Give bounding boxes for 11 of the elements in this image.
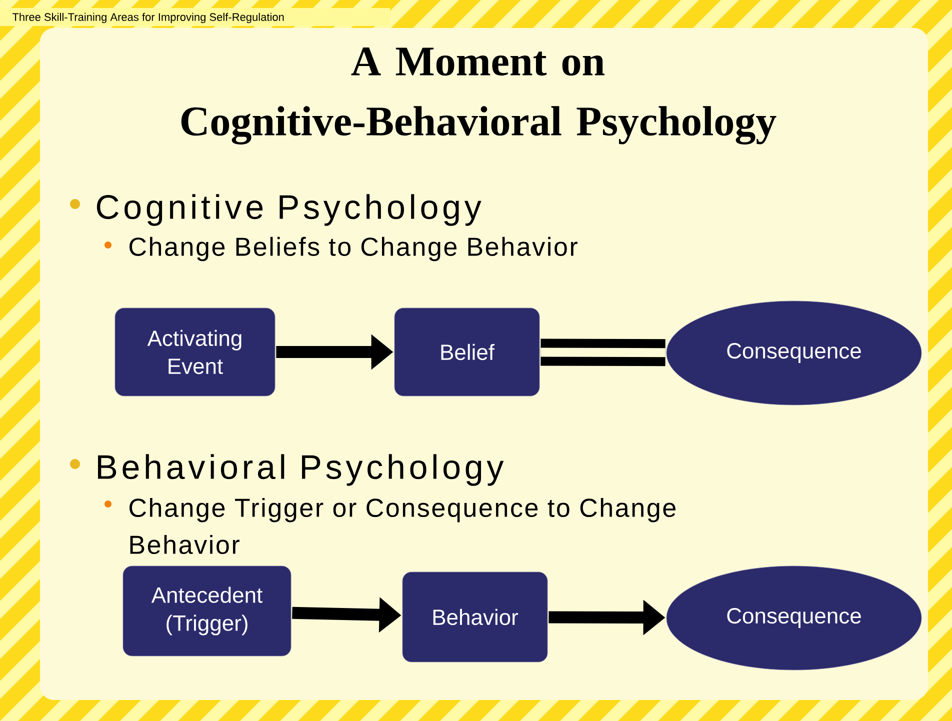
process-box: Activating Event — [114, 308, 276, 396]
process-box: Antecedent (Trigger) — [122, 566, 292, 656]
slide-header: Three Skill-Training Areas for Improving Self-Regulation — [12, 12, 284, 24]
bullet-heading: Behavioral Psychology — [98, 454, 504, 486]
process-box: Belief — [394, 308, 540, 396]
bullet-text: Change Beliefs to Change Behavior — [130, 236, 578, 262]
bullet-text: Change Trigger or Consequence to Change Behavior — [130, 498, 676, 554]
title: A Moment on Cognitive-Behavioral Psychology — [181, 48, 776, 144]
process-box: Behavior — [402, 572, 548, 662]
bullet-heading: Cognitive Psychology — [96, 194, 482, 226]
equals-sign — [540, 338, 666, 366]
